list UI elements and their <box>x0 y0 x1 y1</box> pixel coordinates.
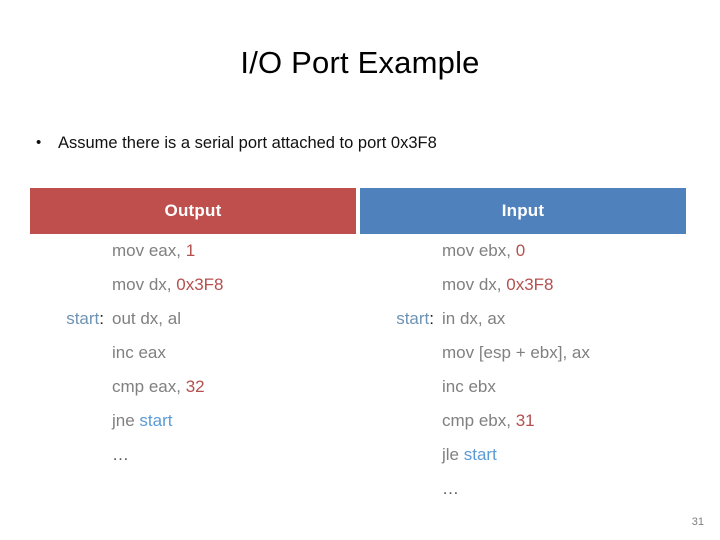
code-literal: 32 <box>185 377 205 396</box>
code-mnemonic: mov ebx, <box>442 241 516 260</box>
code-line-label: start: <box>30 309 112 329</box>
column-header-output: Output <box>30 188 356 234</box>
code-instruction: cmp ebx, 31 <box>442 411 686 431</box>
code-instruction: in dx, ax <box>442 309 686 329</box>
bullet-text: Assume there is a serial port attached t… <box>58 134 437 152</box>
code-line: mov dx, 0x3F8 <box>360 275 686 309</box>
code-mnemonic: inc ebx <box>442 377 496 396</box>
code-instruction: mov dx, 0x3F8 <box>442 275 686 295</box>
code-mnemonic: mov [esp + ebx], ax <box>442 343 590 362</box>
label-colon: : <box>429 309 434 328</box>
code-line: inc eax <box>30 343 356 377</box>
code-line: … <box>30 445 356 479</box>
label-colon: : <box>99 309 104 328</box>
code-instruction: … <box>112 445 356 465</box>
code-ellipsis: … <box>442 479 460 498</box>
page-title: I/O Port Example <box>240 45 480 80</box>
code-mnemonic: cmp ebx, <box>442 411 516 430</box>
code-literal: 0 <box>515 241 526 260</box>
bullet-marker-icon: • <box>36 134 42 151</box>
code-instruction: out dx, al <box>112 309 356 329</box>
code-literal: 31 <box>515 411 535 430</box>
code-mnemonic: mov dx, <box>442 275 507 294</box>
column-header-input: Input <box>360 188 686 234</box>
code-line: cmp ebx, 31 <box>360 411 686 445</box>
code-mnemonic: inc eax <box>112 343 166 362</box>
code-instruction: mov eax, 1 <box>112 241 356 261</box>
code-instruction: inc eax <box>112 343 356 363</box>
code-instruction: mov dx, 0x3F8 <box>112 275 356 295</box>
code-line: start:out dx, al <box>30 309 356 343</box>
code-mnemonic: out dx, al <box>112 309 181 328</box>
code-instruction: inc ebx <box>442 377 686 397</box>
page-number: 31 <box>691 516 704 528</box>
code-line: jle start <box>360 445 686 479</box>
code-mnemonic: jle <box>442 445 464 464</box>
label-name: start <box>396 309 430 328</box>
code-line-label: start: <box>360 309 442 329</box>
code-line: cmp eax, 32 <box>30 377 356 411</box>
code-mnemonic: jne <box>112 411 140 430</box>
code-mnemonic: in dx, ax <box>442 309 506 328</box>
code-jump-target: start <box>463 445 497 464</box>
code-line: mov [esp + ebx], ax <box>360 343 686 377</box>
code-instruction: mov ebx, 0 <box>442 241 686 261</box>
code-line: inc ebx <box>360 377 686 411</box>
label-name: start <box>66 309 100 328</box>
code-line: mov dx, 0x3F8 <box>30 275 356 309</box>
code-jump-target: start <box>139 411 173 430</box>
code-line: start:in dx, ax <box>360 309 686 343</box>
code-ellipsis: … <box>112 445 130 464</box>
code-mnemonic: mov dx, <box>112 275 177 294</box>
code-line: mov eax, 1 <box>30 241 356 275</box>
code-instruction: … <box>442 479 686 499</box>
code-line: jne start <box>30 411 356 445</box>
code-line: mov ebx, 0 <box>360 241 686 275</box>
code-mnemonic: cmp eax, <box>112 377 186 396</box>
code-instruction: cmp eax, 32 <box>112 377 356 397</box>
code-literal: 0x3F8 <box>176 275 224 294</box>
code-line: … <box>360 479 686 513</box>
code-literal: 1 <box>185 241 196 260</box>
bullet-item: • Assume there is a serial port attached… <box>36 131 686 155</box>
code-instruction: jne start <box>112 411 356 431</box>
code-mnemonic: mov eax, <box>112 241 186 260</box>
code-instruction: jle start <box>442 445 686 465</box>
code-instruction: mov [esp + ebx], ax <box>442 343 686 363</box>
code-literal: 0x3F8 <box>506 275 554 294</box>
